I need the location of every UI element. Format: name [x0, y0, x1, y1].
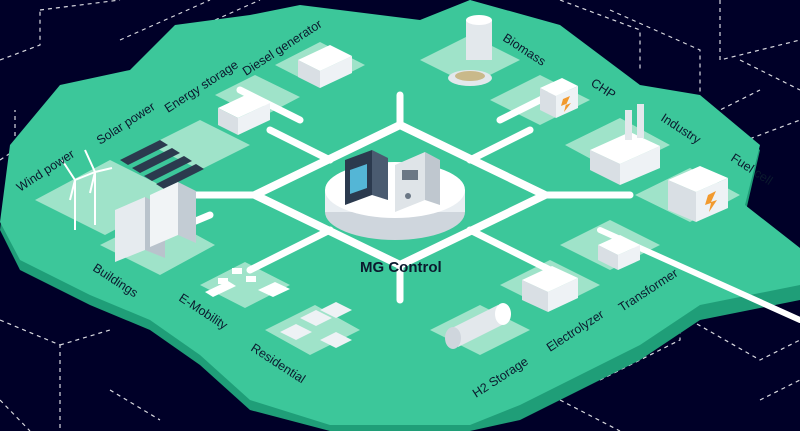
control-cabinet-icon [345, 150, 440, 212]
chp-unit-icon [540, 78, 578, 118]
electrolyzer-icon [522, 266, 578, 312]
factory-icon [590, 104, 660, 185]
buildings-icon [115, 182, 196, 262]
h2-tank-icon [445, 303, 511, 349]
mg-control-platform: MG Control [325, 150, 465, 276]
solar-panel-icon [120, 140, 204, 189]
generator-icon [298, 45, 352, 88]
fuel-cell-icon [668, 166, 728, 222]
ev-car-icon [205, 268, 290, 297]
battery-icon [218, 93, 270, 135]
house-icon [280, 302, 352, 348]
mg-control-label: MG Control [360, 259, 442, 276]
biomass-tank-icon [448, 15, 492, 86]
wind-turbine-icon [61, 149, 113, 230]
equipment [61, 15, 728, 349]
transformer-icon [598, 235, 640, 270]
